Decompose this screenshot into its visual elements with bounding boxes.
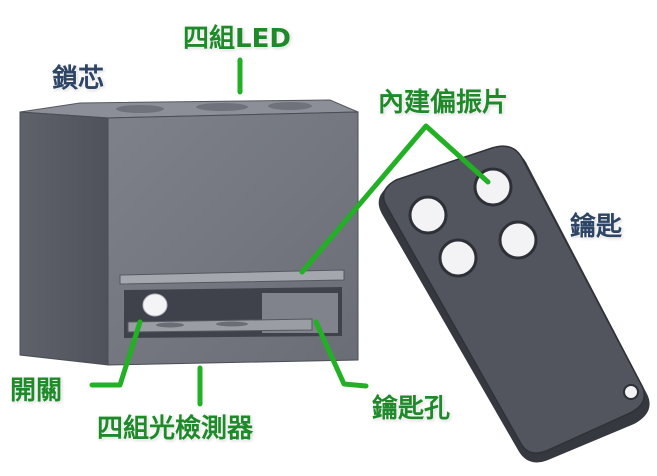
label-lock-core: 鎖芯 (52, 64, 105, 94)
label-sensors: 四組光檢測器 (97, 414, 254, 444)
keychain-hole (623, 384, 639, 400)
polarizer-plate (119, 269, 345, 285)
label-keyhole: 鑰匙孔 (372, 394, 451, 424)
top-led-hole (116, 105, 164, 113)
switch-button (142, 293, 168, 317)
key-hole (438, 238, 478, 278)
key-body-face (382, 145, 645, 454)
tray-hole (156, 322, 184, 328)
top-led-hole (268, 102, 312, 110)
key-plate (378, 145, 650, 463)
label-key: 鑰匙 (570, 212, 623, 242)
key-hole (408, 195, 448, 235)
key-hole (498, 220, 538, 260)
tray-hole (216, 321, 248, 327)
leader-polarizer (299, 123, 491, 275)
leader-switch (89, 319, 143, 388)
leader-lines (89, 57, 491, 407)
label-switch: 開關 (10, 376, 63, 406)
leader-keyhole (313, 319, 369, 389)
label-four-led: 四組LED (183, 24, 291, 54)
label-polarizer: 內建偏振片 (378, 88, 509, 118)
lock-core-box (19, 99, 359, 366)
top-led-hole (196, 103, 248, 111)
box-side-face (19, 111, 109, 366)
